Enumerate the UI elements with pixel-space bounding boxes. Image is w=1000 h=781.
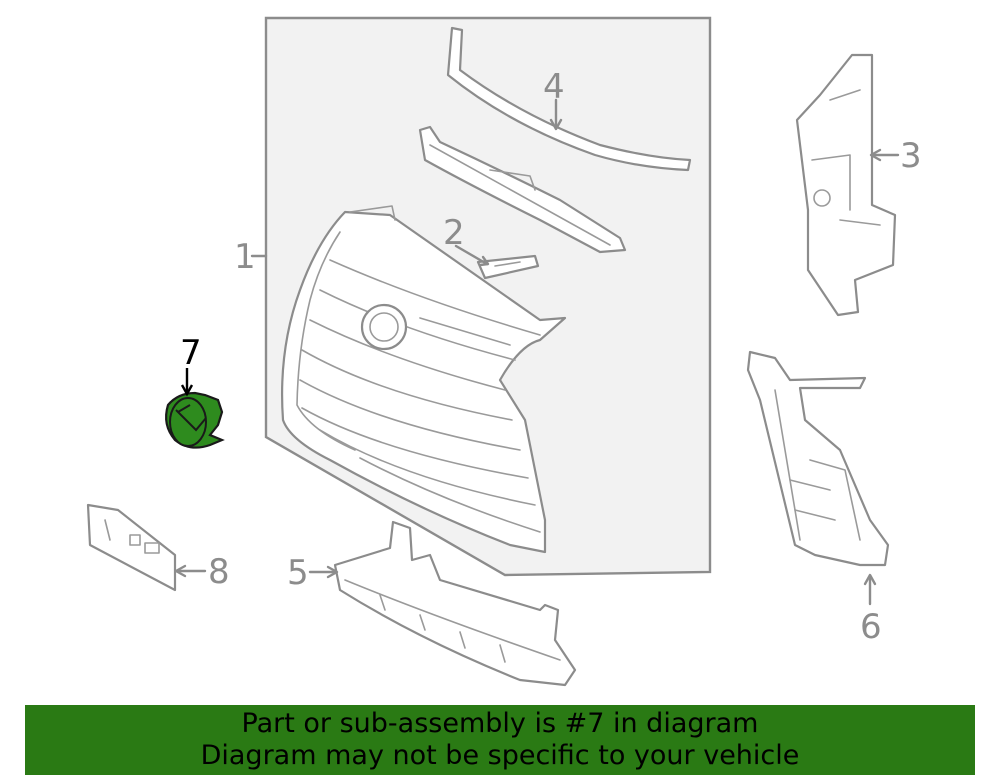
banner-line-2: Diagram may not be specific to your vehi…	[200, 740, 800, 771]
callout-5: 5	[287, 553, 309, 593]
lexus-emblem-icon	[175, 404, 207, 432]
parts-diagram	[86, 16, 900, 687]
callout-4: 4	[543, 67, 565, 107]
part-8-license-bracket[interactable]	[86, 503, 177, 592]
leader-lines	[174, 98, 900, 606]
info-banner: Part or sub-assembly is #7 in diagram Di…	[25, 705, 975, 775]
part-4-molding[interactable]	[446, 26, 692, 172]
grille-upper-retainer[interactable]	[418, 125, 627, 254]
callout-2: 2	[443, 213, 465, 253]
banner-line-1: Part or sub-assembly is #7 in diagram	[241, 708, 759, 739]
part-6-lower-bracket[interactable]	[746, 350, 890, 567]
callout-3: 3	[900, 136, 922, 176]
part-1-grille[interactable]	[280, 205, 567, 554]
part-2-bracket[interactable]	[476, 254, 540, 280]
part-7-emblem[interactable]	[165, 391, 225, 449]
callout-7: 7	[180, 333, 202, 373]
callout-8: 8	[208, 552, 230, 592]
part-3-side-bracket[interactable]	[795, 53, 897, 317]
callout-6: 6	[860, 607, 882, 647]
part-5-lower-support[interactable]	[333, 520, 577, 687]
callout-1: 1	[234, 237, 256, 277]
